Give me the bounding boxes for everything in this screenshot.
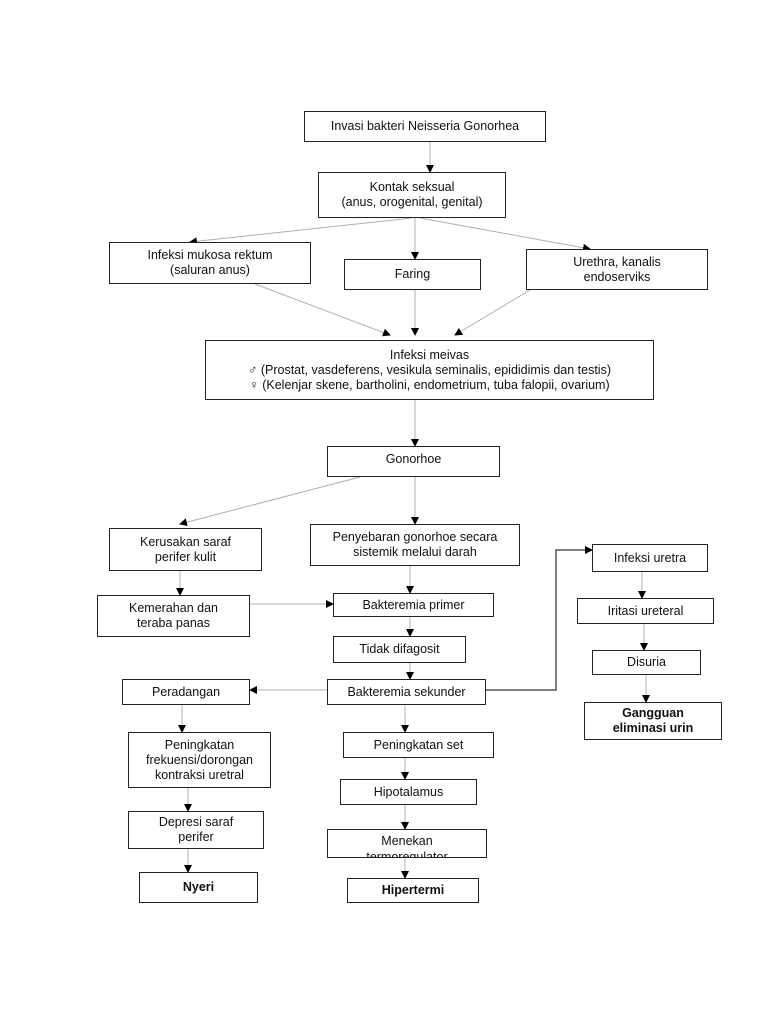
node-text-line: Depresi saraf xyxy=(158,815,234,829)
node-text-line: Iritasi ureteral xyxy=(607,603,684,618)
node-text-line: Gonorhoe xyxy=(385,452,442,466)
node-text-line: Peningkatan xyxy=(164,737,235,752)
node-text-line: Disuria xyxy=(627,655,666,669)
node-text-line: Bakteremia sekunder xyxy=(347,684,466,699)
node-text-line: Infeksi mukosa rektum xyxy=(147,248,273,262)
node-nyeri: Nyeri xyxy=(139,872,258,903)
node-bakteremia-sekunder: Bakteremia sekunder xyxy=(327,679,486,705)
node-text-line: Nyeri xyxy=(182,880,215,894)
node-text-line: Urethra, kanalis xyxy=(573,254,661,269)
node-text-line: Kemerahan dan xyxy=(129,601,218,615)
node-disuria: Disuria xyxy=(592,650,701,675)
node-text-line: ♀ (Kelenjar skene, bartholini, endometri… xyxy=(249,377,610,392)
node-tidak-difagosit: Tidak difagosit xyxy=(333,636,466,663)
node-text-line: perifer kulit xyxy=(154,549,217,564)
node-text-line: Tidak difagosit xyxy=(359,642,440,656)
node-bakteremia-primer: Bakteremia primer xyxy=(333,593,494,617)
node-text-line: Invasi bakteri Neisseria Gonorhea xyxy=(330,119,520,133)
connector-arrow xyxy=(189,217,413,246)
node-hipertermi: Hipertermi xyxy=(347,878,479,903)
node-text-line: Infeksi meivas xyxy=(389,347,470,362)
node-text-line: endoserviks xyxy=(583,269,651,284)
node-text-line: ♂ (Prostat, vasdeferens, vesikula semina… xyxy=(248,362,611,377)
connector-arrow xyxy=(486,546,593,691)
node-text-line: Peningkatan set xyxy=(373,737,464,752)
node-text-line: (saluran anus) xyxy=(170,263,250,277)
node-text-line: Menekan xyxy=(381,834,433,848)
node-hipotalamus: Hipotalamus xyxy=(340,779,477,805)
node-gonorhoe: Gonorhoe xyxy=(327,446,500,477)
node-text-line: Hipotalamus xyxy=(373,784,444,799)
connector-arrow xyxy=(419,217,591,252)
node-iritasi-ureteral: Iritasi ureteral xyxy=(577,598,714,624)
node-invasi: Invasi bakteri Neisseria Gonorhea xyxy=(304,111,546,142)
node-text-line: kontraksi uretral xyxy=(155,767,244,782)
node-peningkatan-set: Peningkatan set xyxy=(343,732,494,758)
node-text-line: perifer xyxy=(178,830,214,844)
node-peradangan: Peradangan xyxy=(122,679,250,705)
connector-arrow xyxy=(179,476,361,527)
node-text-line: (anus, orogenital, genital) xyxy=(341,195,483,209)
node-text-line: Hipertermi xyxy=(381,883,445,897)
node-text-line: Infeksi uretra xyxy=(613,550,687,565)
node-text-line: sistemik melalui darah xyxy=(353,545,477,559)
node-menekan: Menekan termoregulator xyxy=(327,829,487,858)
node-text-line: eliminasi urin xyxy=(612,721,694,735)
node-text-line: Penyebaran gonorhoe secara xyxy=(332,530,498,544)
node-text-line: frekuensi/dorongan xyxy=(145,752,254,767)
node-text-line: Faring xyxy=(394,267,431,281)
node-text-line: Bakteremia primer xyxy=(362,597,465,612)
connector-arrow xyxy=(454,289,531,336)
node-infeksi-uretra: Infeksi uretra xyxy=(592,544,708,572)
node-kontak-seksual: Kontak seksual(anus, orogenital, genital… xyxy=(318,172,506,218)
connector-arrow xyxy=(254,283,391,337)
node-text-line: Kontak seksual xyxy=(369,180,455,194)
node-text-line: Gangguan xyxy=(622,706,684,720)
node-infeksi-meivas: Infeksi meivas♂ (Prostat, vasdeferens, v… xyxy=(205,340,654,400)
node-text-line: Peradangan xyxy=(151,684,221,699)
node-text-line: Kerusakan saraf xyxy=(139,534,232,549)
node-infeksi-mukosa: Infeksi mukosa rektum(saluran anus) xyxy=(109,242,311,284)
node-text-line: teraba panas xyxy=(137,616,210,630)
node-faring: Faring xyxy=(344,259,481,290)
node-text-line: termoregulator xyxy=(366,850,448,858)
